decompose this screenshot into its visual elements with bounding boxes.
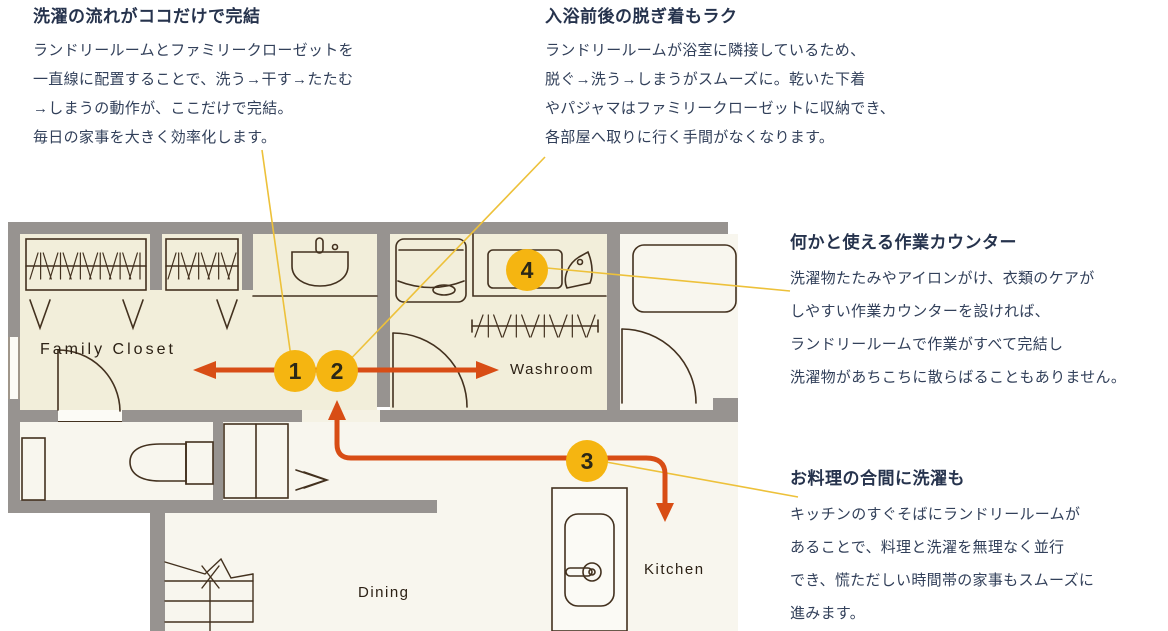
annotation-line: 一直線に配置することで、洗う→干す→たたむ (33, 71, 354, 88)
annotation-line: 毎日の家事を大きく効率化します。 (33, 129, 277, 146)
wall-openings (8, 337, 122, 422)
stairs (164, 557, 254, 631)
annotation-line: しやすい作業カウンターを設ければ、 (790, 303, 1050, 320)
annotation-title: 入浴前後の脱ぎ着もラク (545, 7, 738, 26)
flow-marker-3: 3 (566, 440, 608, 482)
annotation-laundry-flow: 洗濯の流れがココだけで完結 ランドリールームとファミリークローゼットを 一直線に… (33, 2, 354, 152)
annotation-line: ランドリールームで作業がすべて完結し (790, 336, 1064, 353)
annotation-line: やパジャマはファミリークローゼットに収納でき、 (545, 100, 896, 117)
room-label-kitchen: Kitchen (644, 561, 705, 578)
connector-lines (261, 149, 799, 498)
annotation-line: 脱ぐ→洗う→しまうがスムーズに。乾いた下着 (545, 71, 866, 88)
annotation-line: →しまうの動作が、ここだけで完結。 (33, 100, 293, 117)
room-label-dining: Dining (358, 584, 410, 601)
closet-rod-left (25, 238, 147, 291)
annotation-line: ランドリールームとファミリークローゼットを (33, 42, 354, 59)
hall-closet (223, 423, 330, 499)
annotation-line: 進みます。 (790, 605, 866, 622)
closet-rod-right (165, 238, 239, 291)
fixtures (21, 233, 737, 631)
flow-marker-2: 2 (316, 350, 358, 392)
kitchen-sink-island (551, 487, 628, 631)
annotation-line: 洗濯物たたみやアイロンがけ、衣類のケアが (790, 270, 1095, 287)
washing-machine (395, 238, 467, 303)
flow-marker-1: 1 (274, 350, 316, 392)
annotation-line: 洗濯物があちこちに散らばることもありません。 (790, 369, 1127, 386)
annotation-line: あることで、料理と洗濯を無理なく並行 (790, 539, 1065, 556)
annotation-title: 洗濯の流れがココだけで完結 (33, 7, 261, 26)
closet-door-marks (29, 299, 238, 331)
annotation-line: でき、慌ただしい時間帯の家事もスムーズに (790, 572, 1095, 589)
iron-icon (564, 250, 593, 289)
walls (8, 222, 738, 631)
drying-rod (471, 314, 599, 338)
annotation-line: キッチンのすぐそばにランドリールームが (790, 506, 1081, 523)
connector-line-1 (261, 149, 292, 358)
toilet (21, 437, 214, 501)
flow-marker-4: 4 (506, 249, 548, 291)
connector-line-4 (546, 267, 791, 292)
flow-arrow-kitchen-path (334, 414, 668, 506)
annotation-line: ランドリールームが浴室に隣接しているため、 (545, 42, 866, 59)
annotation-work-counter: 何かと使える作業カウンター 洗濯物たたみやアイロンがけ、衣類のケアが しやすい作… (790, 228, 1126, 394)
annotation-cooking-laundry: お料理の合間に洗濯も キッチンのすぐそばにランドリールームが あることで、料理と… (790, 464, 1094, 630)
bathtub (632, 244, 737, 313)
annotation-title: 何かと使える作業カウンター (790, 233, 1017, 252)
vanity-sink (252, 237, 378, 297)
annotation-title: お料理の合間に洗濯も (790, 469, 965, 488)
room-label-washroom: Washroom (510, 361, 594, 378)
connector-line-3 (605, 461, 799, 498)
annotation-bath-adjacent: 入浴前後の脱ぎ着もラク ランドリールームが浴室に隣接しているため、 脱ぐ→洗う→… (545, 2, 895, 152)
bathroom-door (621, 328, 697, 404)
family-closet-door (57, 349, 121, 412)
connector-line-2 (340, 156, 546, 370)
room-label-family-closet: Family Closet (40, 341, 176, 358)
annotation-line: 各部屋へ取りに行く手間がなくなります。 (545, 129, 835, 146)
